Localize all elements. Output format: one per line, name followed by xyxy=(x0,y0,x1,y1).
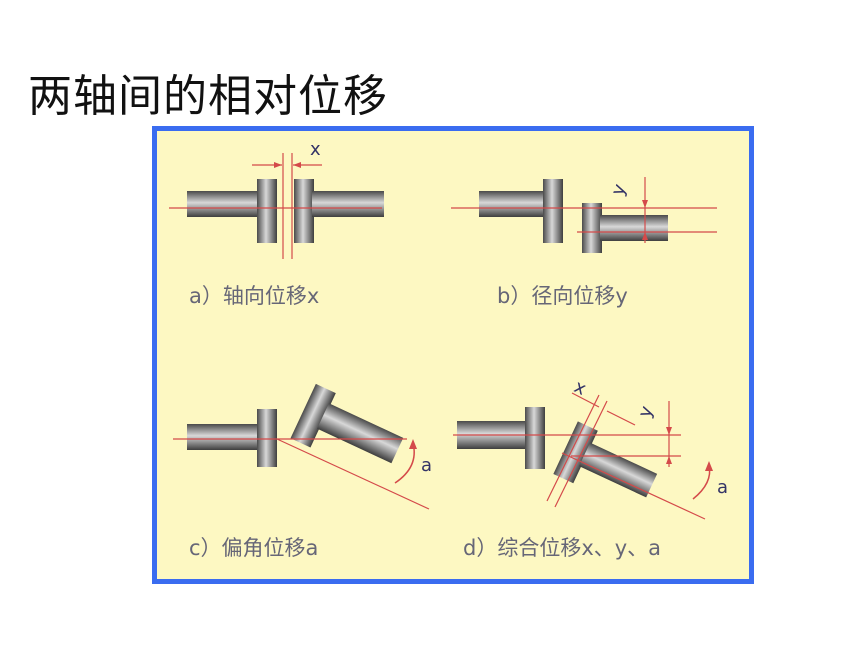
left-shaft xyxy=(479,191,545,217)
tilted-shaft xyxy=(290,383,404,464)
right-flange xyxy=(294,179,314,243)
tilted-axis-line xyxy=(276,438,430,510)
panel-c: a c）偏角位移a xyxy=(173,383,432,560)
left-flange xyxy=(543,179,563,243)
left-flange xyxy=(257,179,277,243)
left-flange xyxy=(525,407,545,469)
tilted-axis-line xyxy=(561,452,706,520)
symbol-x: x xyxy=(310,139,321,160)
symbol-x: x xyxy=(571,376,590,400)
panel-b: y b）径向位移y xyxy=(451,177,717,308)
page-title: 两轴间的相对位移 xyxy=(28,71,388,122)
coupling-displacement-diagram: x a）轴向位移x y b）径向位移y a c）偏角位移a xyxy=(169,139,728,560)
symbol-a: a xyxy=(421,455,432,476)
reference-line xyxy=(546,394,600,502)
left-shaft xyxy=(187,191,259,217)
left-flange xyxy=(257,409,277,467)
symbol-a: a xyxy=(717,477,728,498)
caption-b: b）径向位移y xyxy=(497,284,628,308)
right-flange xyxy=(582,203,602,253)
symbol-y: y xyxy=(607,181,630,199)
panel-d: x y a d）综合位移x、y、a xyxy=(453,376,728,560)
left-shaft xyxy=(187,424,261,450)
right-shaft xyxy=(312,191,384,217)
caption-c: c）偏角位移a xyxy=(189,536,318,560)
diagram-frame: x a）轴向位移x y b）径向位移y a c）偏角位移a xyxy=(152,126,754,584)
caption-a: a）轴向位移x xyxy=(189,284,319,308)
symbol-y: y xyxy=(634,403,657,421)
panel-a: x a）轴向位移x xyxy=(169,139,384,308)
caption-d: d）综合位移x、y、a xyxy=(463,536,661,560)
reference-line xyxy=(554,400,608,508)
right-shaft xyxy=(600,215,668,241)
